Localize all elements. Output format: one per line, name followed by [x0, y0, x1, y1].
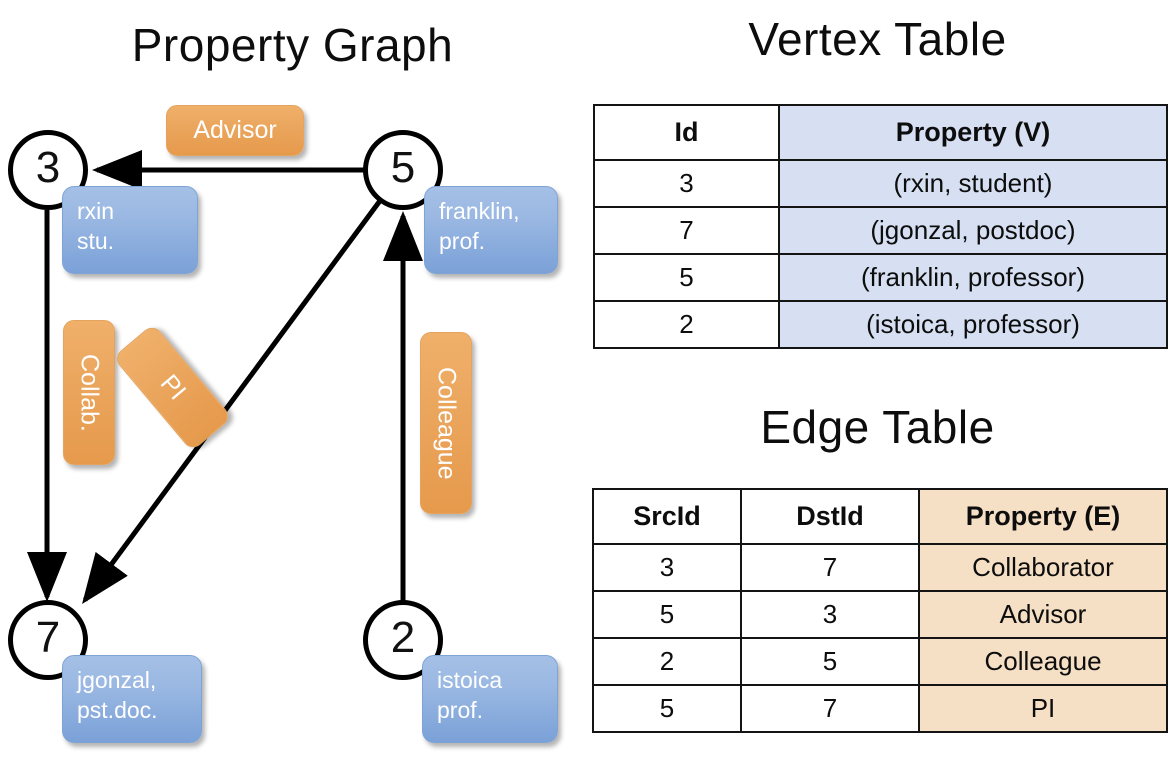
graph-node-7-property-box: jgonzal, pst.doc.: [62, 655, 202, 743]
edge-cell-dstid: 7: [740, 684, 920, 733]
edge-label-advisor-text: Advisor: [193, 116, 277, 144]
vertex-cell-id: 2: [593, 300, 780, 349]
edge-cell-dstid: 5: [740, 637, 920, 686]
graph-node-7-property-line-1: jgonzal,: [77, 667, 157, 693]
edge-label-collab: Collab.: [63, 320, 115, 465]
page-title-vertex-table: Vertex Table: [748, 13, 1007, 65]
edge-label-pi-text: PI: [154, 369, 192, 406]
graph-node-2-property-line-2: prof.: [437, 697, 484, 723]
vertex-table-header-id: Id: [593, 104, 780, 161]
edge-cell-property: Collaborator: [918, 543, 1168, 592]
edge-cell-srcid: 2: [592, 637, 742, 686]
edge-cell-srcid: 3: [592, 543, 742, 592]
edge-label-advisor: Advisor: [166, 105, 304, 156]
graph-node-2-property-box: istoica prof.: [422, 655, 558, 743]
edge-cell-srcid: 5: [592, 590, 742, 639]
table-row[interactable]: 5 3 Advisor: [592, 590, 1168, 639]
table-row[interactable]: 3 7 Collaborator: [592, 543, 1168, 592]
graph-node-3-property-line-1: rxin: [77, 198, 115, 224]
vertex-cell-property: (franklin, professor): [778, 253, 1168, 302]
graph-node-5-property-box: franklin, prof.: [424, 186, 558, 274]
graph-node-2-property-line-1: istoica: [437, 667, 503, 693]
edge-cell-srcid: 5: [592, 684, 742, 733]
vertex-table-header-property: Property (V): [778, 104, 1168, 161]
graph-node-7-property-line-2: pst.doc.: [77, 697, 158, 723]
table-row[interactable]: 5 7 PI: [592, 684, 1168, 733]
table-row[interactable]: 2 (istoica, professor): [593, 300, 1168, 349]
edge-table-header-dstid: DstId: [740, 488, 920, 545]
vertex-table-header-row: Id Property (V): [593, 104, 1168, 161]
edge-cell-dstid: 3: [740, 590, 920, 639]
edge-table-header-srcid: SrcId: [592, 488, 742, 545]
edge-cell-property: Colleague: [918, 637, 1168, 686]
edge-arrow-5-to-7: [82, 196, 385, 605]
table-row[interactable]: 5 (franklin, professor): [593, 253, 1168, 302]
edge-cell-property: Advisor: [918, 590, 1168, 639]
edge-label-colleague: Colleague: [420, 332, 472, 514]
edge-table-header-row: SrcId DstId Property (E): [592, 488, 1168, 545]
vertex-cell-id: 5: [593, 253, 780, 302]
graph-node-3-id: 3: [35, 143, 61, 192]
graph-node-2-id: 2: [390, 613, 416, 662]
graph-node-5-property-line-2: prof.: [439, 228, 486, 254]
edge-cell-property: PI: [918, 684, 1168, 733]
page-title-property-graph: Property Graph: [131, 19, 454, 71]
edge-table-header-property: Property (E): [918, 488, 1168, 545]
graph-node-5-id: 5: [390, 143, 416, 192]
table-row[interactable]: 3 (rxin, student): [593, 159, 1168, 208]
table-row[interactable]: 7 (jgonzal, postdoc): [593, 206, 1168, 255]
graph-node-3-property-box: rxin stu.: [62, 186, 198, 274]
graph-node-5[interactable]: 5: [363, 130, 443, 210]
edge-label-collab-text: Collab.: [75, 353, 104, 432]
edge-table: SrcId DstId Property (E) 3 7 Collaborato…: [592, 488, 1168, 733]
vertex-cell-id: 3: [593, 159, 780, 208]
vertex-cell-id: 7: [593, 206, 780, 255]
edge-cell-dstid: 7: [740, 543, 920, 592]
graph-node-2[interactable]: 2: [363, 600, 443, 680]
graph-node-7-id: 7: [35, 613, 61, 662]
edge-label-colleague-text: Colleague: [432, 366, 461, 480]
graph-node-3-property-line-2: stu.: [77, 228, 115, 254]
graph-node-5-property-line-1: franklin,: [439, 198, 520, 224]
table-row[interactable]: 2 5 Colleague: [592, 637, 1168, 686]
graph-edges-svg: [27, 150, 423, 605]
page-title-edge-table: Edge Table: [760, 401, 995, 453]
vertex-cell-property: (istoica, professor): [778, 300, 1168, 349]
vertex-cell-property: (jgonzal, postdoc): [778, 206, 1168, 255]
vertex-cell-property: (rxin, student): [778, 159, 1168, 208]
property-graph-panel: Property Graph 3 rxin stu. 5 franklin, p…: [8, 19, 558, 743]
vertex-table: Id Property (V) 3 (rxin, student) 7 (jgo…: [593, 104, 1168, 349]
